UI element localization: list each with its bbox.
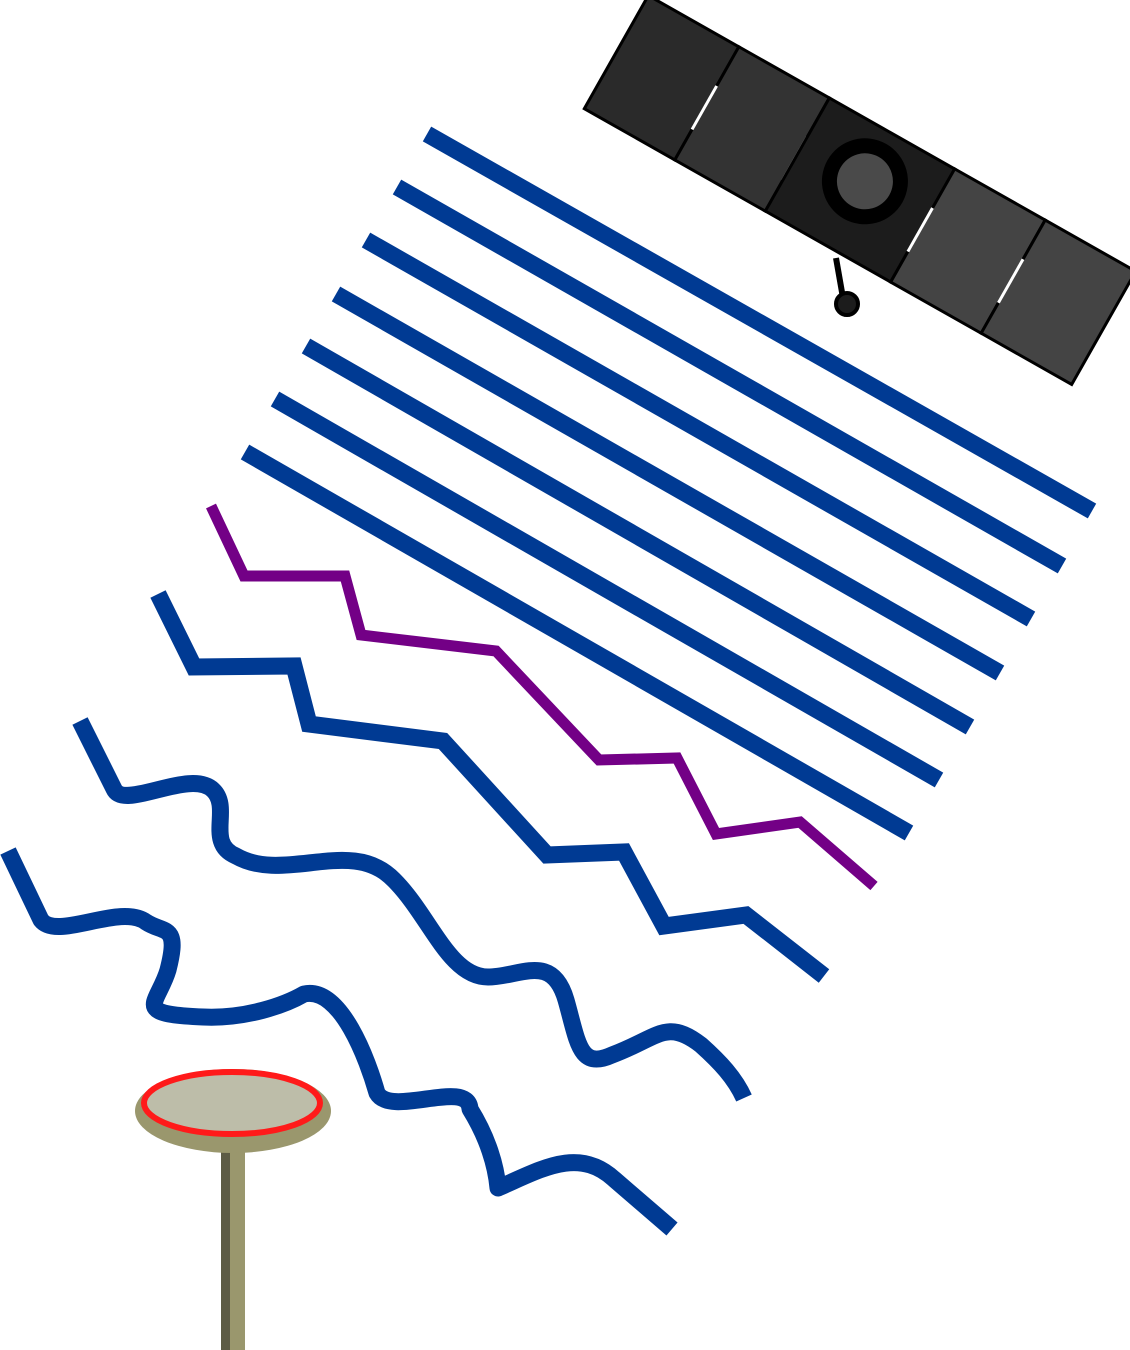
antenna-dish-icon: [135, 1069, 331, 1350]
receiver-pole-shadow: [221, 1140, 230, 1350]
distorted-wave-curvy-1: [72, 717, 752, 1102]
satellite-icon: [582, 0, 1130, 387]
receiver-dish-top: [141, 1069, 323, 1137]
satellite-antenna-stem: [833, 257, 846, 299]
straight-waves: [240, 126, 1097, 841]
distorted-wave-curvy-2: [0, 847, 678, 1236]
satellite-lens-inner: [836, 153, 893, 210]
straight-wave-7: [240, 444, 914, 841]
distorted-wave-highlighted: [206, 503, 878, 891]
distorted-wave-jagged: [150, 590, 830, 983]
straight-wave-4: [331, 286, 1005, 681]
straight-wave-1: [422, 126, 1097, 519]
straight-wave-2: [392, 179, 1067, 574]
straight-wave-3: [361, 232, 1036, 627]
straight-wave-6: [270, 391, 944, 788]
straight-wave-5: [301, 338, 975, 735]
satellite-antenna-tip: [834, 291, 860, 317]
